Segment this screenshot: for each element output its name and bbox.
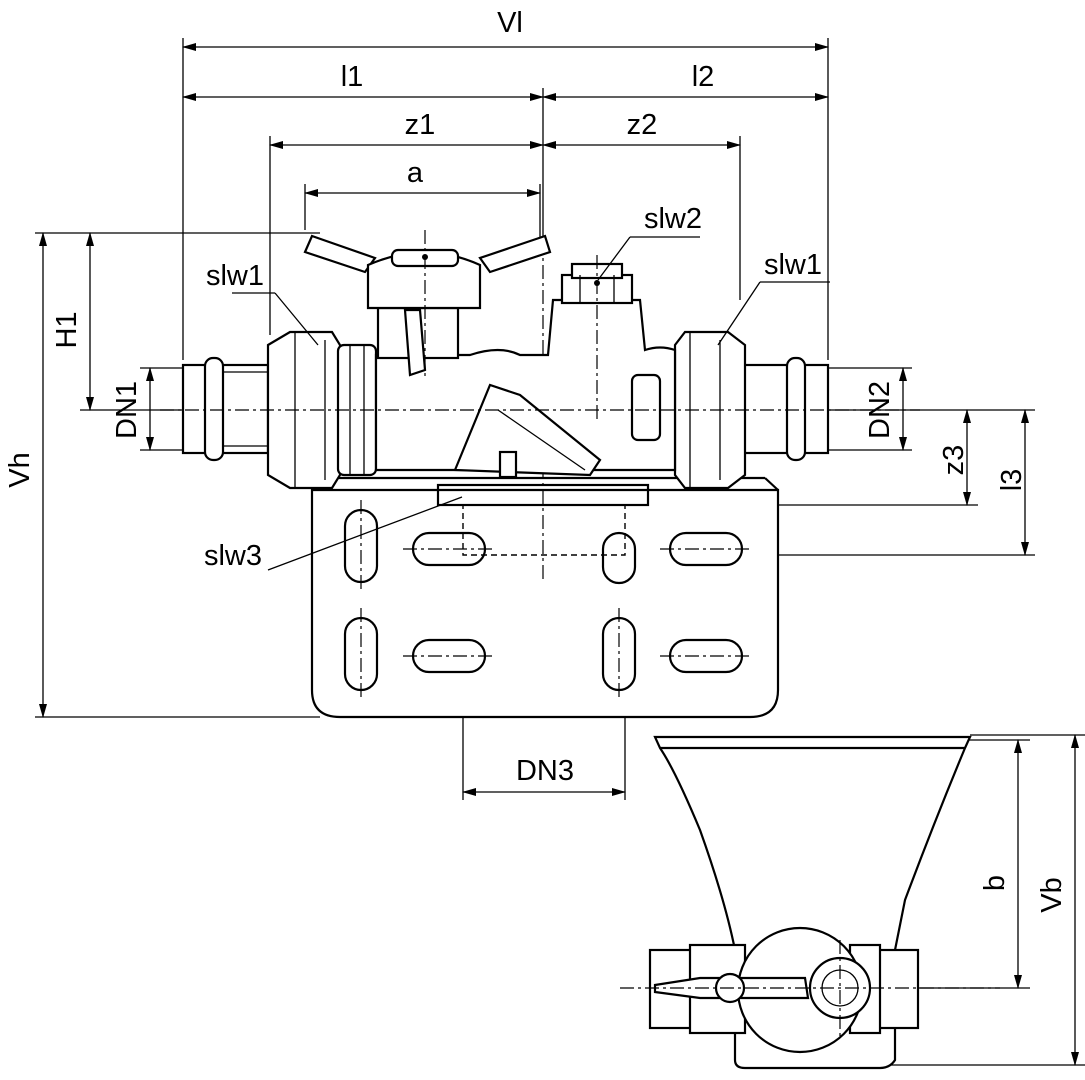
- dim-l1-label: l1: [341, 61, 364, 93]
- bottom-view: [620, 735, 1000, 1070]
- dim-dn1-label: DN1: [111, 381, 143, 439]
- dim-z2-label: z2: [627, 109, 658, 141]
- callout-slw1-right: slw1: [764, 249, 822, 281]
- dimension-lines: [39, 43, 1079, 1066]
- dim-h1-label: H1: [51, 311, 83, 348]
- leader-lines: [232, 236, 830, 571]
- dim-l3-label: l3: [996, 469, 1028, 492]
- dim-b-label: b: [979, 875, 1011, 891]
- dim-a-label: a: [407, 157, 424, 189]
- callout-slw1-left: slw1: [206, 260, 264, 292]
- dim-z3-label: z3: [938, 445, 970, 476]
- dim-vb-label: Vb: [1036, 877, 1068, 912]
- callout-slw3: slw3: [204, 540, 262, 572]
- labels: Vl l1 l2 z1 z2 a DN3 H1 Vh DN1 DN2 z3 l3…: [4, 7, 1068, 913]
- dim-dn3-label: DN3: [516, 755, 574, 787]
- valve-assembly: [160, 230, 920, 490]
- dim-z1-label: z1: [405, 109, 436, 141]
- callout-slw2: slw2: [644, 203, 702, 235]
- dim-l2-label: l2: [692, 61, 715, 93]
- mounting-plate: [310, 240, 780, 719]
- dim-dn2-label: DN2: [864, 381, 896, 439]
- dim-vh-label: Vh: [4, 452, 36, 487]
- dim-vl-label: Vl: [497, 7, 523, 39]
